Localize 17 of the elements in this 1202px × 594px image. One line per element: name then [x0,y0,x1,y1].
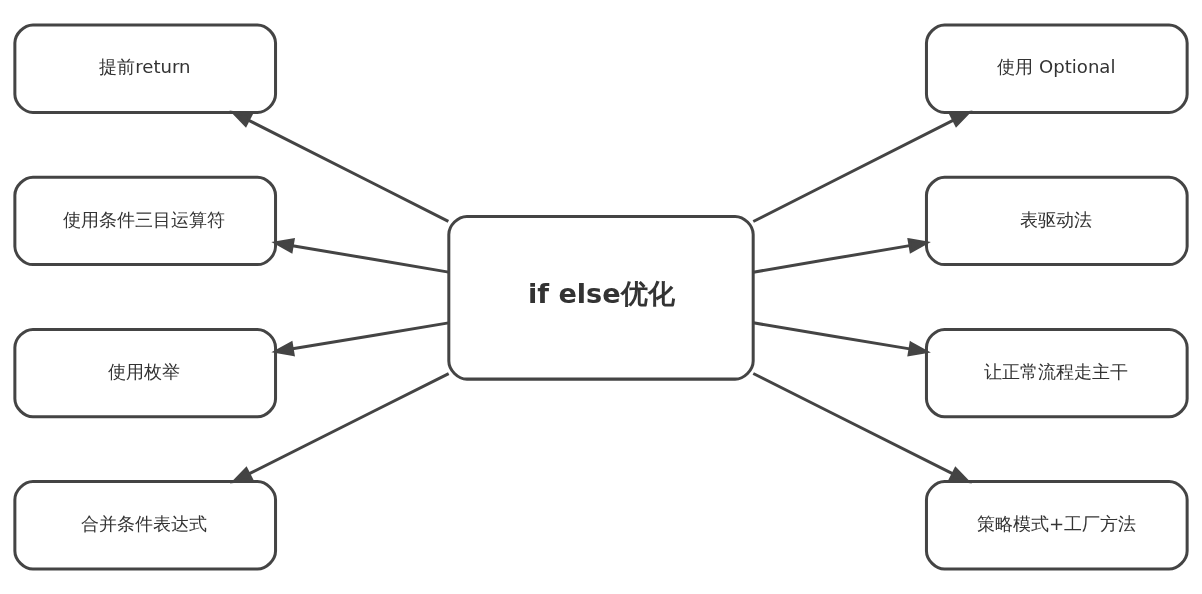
node-box: if else优化 [447,214,755,381]
node-box: 合并条件表达式 [13,480,278,571]
arrow [752,372,972,484]
node-box: 使用 Optional [924,23,1189,114]
node-box: 使用枚举 [13,327,278,419]
node-box: 让正常流程走主干 [924,327,1189,419]
arrow [271,321,449,357]
arrow [752,110,973,223]
node-box: 表驱动法 [924,175,1189,267]
node-box: 使用条件三目运算符 [13,175,278,267]
node-box: 提前return [13,23,278,114]
arrow [753,238,931,274]
node-box: 策略模式+工厂方法 [924,480,1189,571]
arrow [753,321,931,357]
arrow [229,372,450,484]
arrow [229,110,450,223]
arrow [271,238,449,274]
